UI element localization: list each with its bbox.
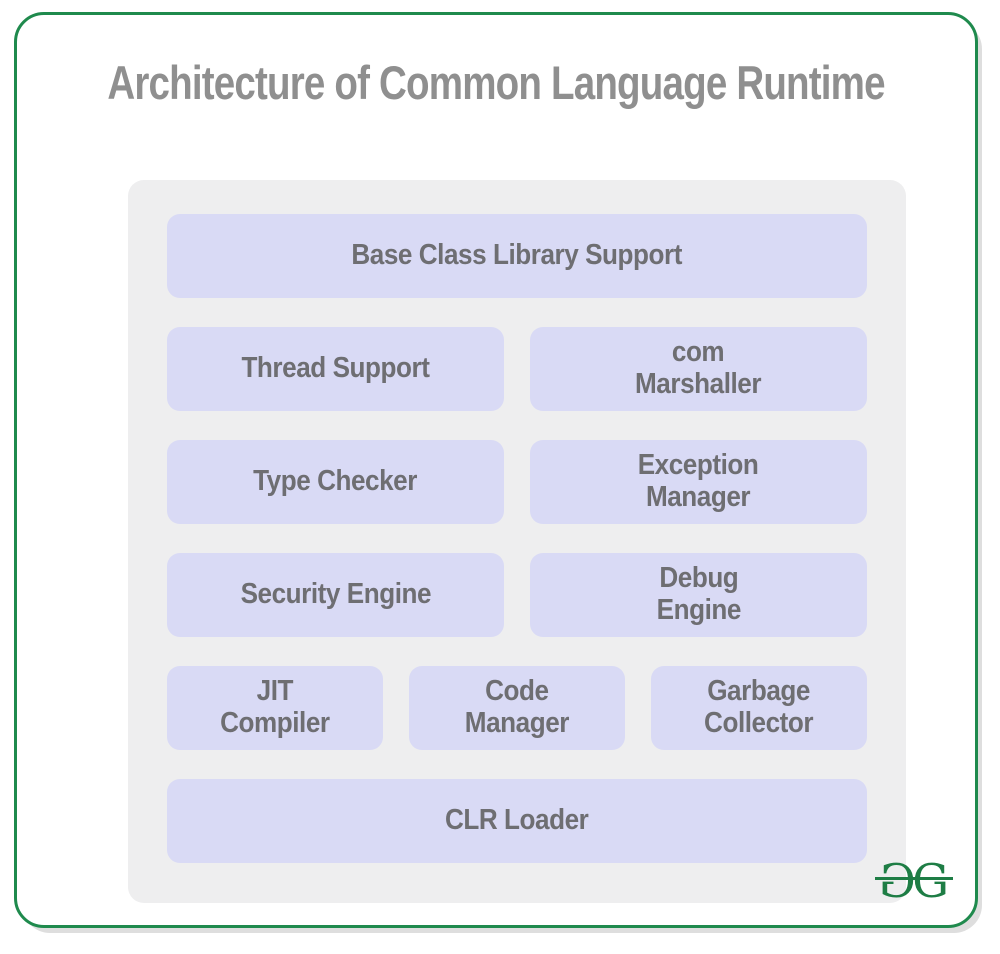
page-title: Architecture of Common Language Runtime	[17, 55, 975, 110]
diagram-row-5: JIT Compiler Code Manager Garbage Collec…	[167, 666, 867, 750]
diagram-row-4: Security Engine Debug Engine	[167, 553, 867, 637]
clr-components-panel: Base Class Library Support Thread Suppor…	[128, 180, 906, 903]
box-garbage-collector: Garbage Collector	[651, 666, 867, 750]
box-code-manager: Code Manager	[409, 666, 625, 750]
page-title-text: Architecture of Common Language Runtime	[107, 56, 885, 109]
box-exception-manager: Exception Manager	[530, 440, 867, 524]
box-security-engine: Security Engine	[167, 553, 504, 637]
diagram-row-2: Thread Support com Marshaller	[167, 327, 867, 411]
logo-g-glyph: G	[912, 854, 949, 908]
box-type-checker: Type Checker	[167, 440, 504, 524]
box-label: JIT Compiler	[220, 675, 330, 739]
box-label: Type Checker	[253, 465, 418, 498]
box-label: Code Manager	[464, 675, 570, 739]
logo-crossbar	[874, 877, 953, 881]
box-label: Exception Manager	[638, 449, 759, 513]
box-label: com Marshaller	[635, 336, 762, 400]
box-label: Security Engine	[240, 578, 431, 611]
diagram-row-1: Base Class Library Support	[167, 214, 867, 298]
box-debug-engine: Debug Engine	[530, 553, 867, 637]
box-label: Garbage Collector	[704, 675, 814, 739]
diagram-row-6: CLR Loader	[167, 779, 867, 863]
box-jit-compiler: JIT Compiler	[167, 666, 383, 750]
logo-g-mirrored-glyph: G	[878, 854, 916, 908]
diagram-row-3: Type Checker Exception Manager	[167, 440, 867, 524]
box-com-marshaller: com Marshaller	[530, 327, 867, 411]
geeksforgeeks-logo: G G	[874, 854, 953, 908]
box-label: Base Class Library Support	[351, 239, 683, 272]
box-label: Thread Support	[241, 352, 430, 385]
green-frame: Architecture of Common Language Runtime …	[14, 12, 978, 928]
box-clr-loader: CLR Loader	[167, 779, 867, 863]
box-label: Debug Engine	[656, 562, 741, 626]
box-base-class-library-support: Base Class Library Support	[167, 214, 867, 298]
box-label: CLR Loader	[445, 804, 589, 837]
box-thread-support: Thread Support	[167, 327, 504, 411]
